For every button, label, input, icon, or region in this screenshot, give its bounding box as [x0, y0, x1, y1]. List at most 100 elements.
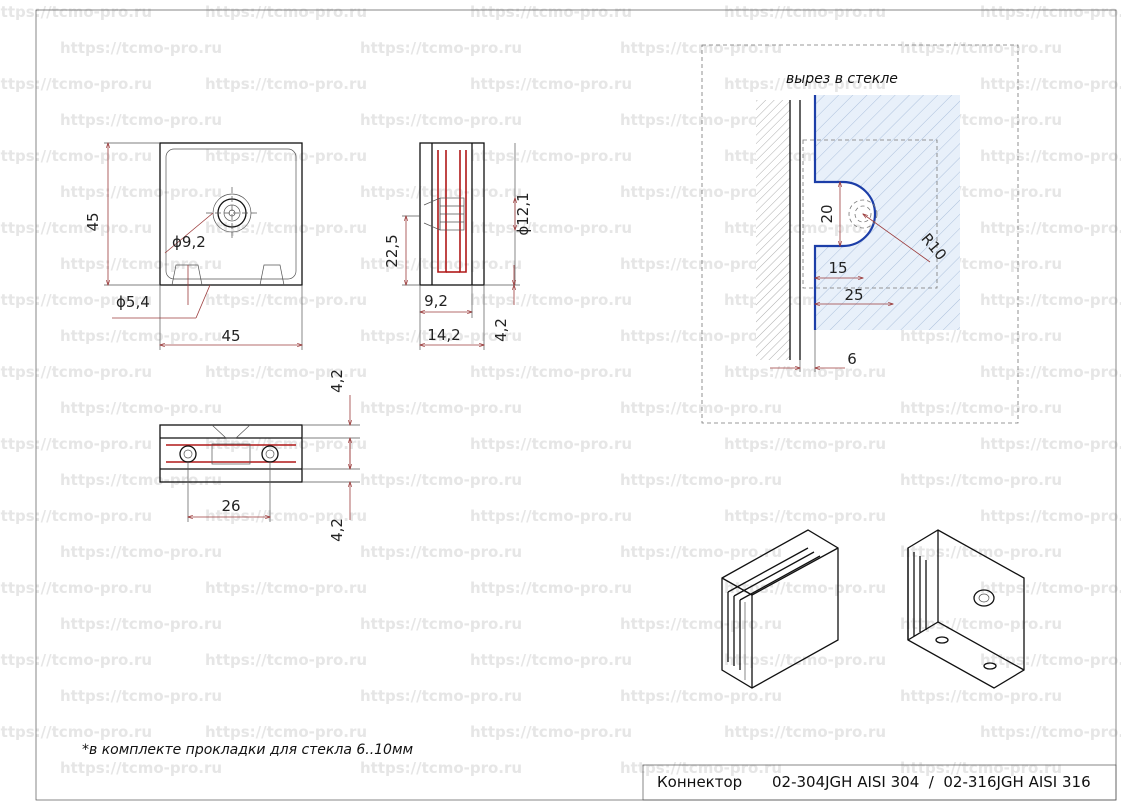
watermark-text: https://tcmo-pro.ru	[0, 723, 152, 741]
watermark-text: https://tcmo-pro.ru	[620, 759, 782, 777]
watermark-text: https://tcmo-pro.ru	[724, 75, 886, 93]
watermark-text: https://tcmo-pro.ru	[724, 579, 886, 597]
watermark-text: https://tcmo-pro.ru	[470, 723, 632, 741]
front-width-dim: 45	[221, 327, 240, 345]
watermark-text: https://tcmo-pro.ru	[620, 399, 782, 417]
watermark-text: https://tcmo-pro.ru	[205, 723, 367, 741]
cutout-gap-dim: 6	[847, 350, 857, 368]
side-dia-dim: ϕ12,1	[514, 192, 532, 235]
watermark-text: https://tcmo-pro.ru	[205, 651, 367, 669]
watermark-text: https://tcmo-pro.ru	[205, 363, 367, 381]
watermark-text: https://tcmo-pro.ru	[470, 507, 632, 525]
watermark-text: https://tcmo-pro.ru	[60, 183, 222, 201]
watermark-text: https://tcmo-pro.ru	[360, 687, 522, 705]
isometric-view-back	[907, 529, 1025, 689]
watermark-text: https://tcmo-pro.ru	[900, 759, 1062, 777]
side-wall-dim: 4,2	[492, 318, 510, 342]
watermark-text: https://tcmo-pro.ru	[60, 255, 222, 273]
watermark-text: https://tcmo-pro.ru	[60, 327, 222, 345]
watermark-text: https://tcmo-pro.ru	[724, 435, 886, 453]
watermark-text: https://tcmo-pro.ru	[360, 543, 522, 561]
watermark-text: https://tcmo-pro.ru	[620, 471, 782, 489]
watermark-text: https://tcmo-pro.ru	[470, 291, 632, 309]
watermark-text: https://tcmo-pro.ru	[360, 759, 522, 777]
watermark-text: https://tcmo-pro.ru	[980, 291, 1121, 309]
watermark-text: https://tcmo-pro.ru	[980, 723, 1121, 741]
watermark-text: https://tcmo-pro.ru	[724, 3, 886, 21]
cutout-detail: вырез в стекле 20 R10 15 25 6	[701, 44, 1019, 424]
watermark-text: https://tcmo-pro.ru	[60, 615, 222, 633]
watermark-text: https://tcmo-pro.ru	[900, 543, 1062, 561]
watermark-text: https://tcmo-pro.ru	[980, 363, 1121, 381]
watermark-text: https://tcmo-pro.ru	[900, 615, 1062, 633]
watermark-text: https://tcmo-pro.ru	[0, 147, 152, 165]
watermark-text: https://tcmo-pro.ru	[60, 543, 222, 561]
watermark-text: https://tcmo-pro.ru	[620, 687, 782, 705]
watermark-text: https://tcmo-pro.ru	[205, 435, 367, 453]
watermark-text: https://tcmo-pro.ru	[900, 399, 1062, 417]
sheet-frame	[35, 9, 1117, 801]
watermark-text: https://tcmo-pro.ru	[205, 3, 367, 21]
watermark-text: https://tcmo-pro.ru	[60, 687, 222, 705]
watermark-text: https://tcmo-pro.ru	[620, 543, 782, 561]
watermark-text: https://tcmo-pro.ru	[980, 651, 1121, 669]
cutout-height-dim: 20	[818, 204, 836, 223]
watermark-text: https://tcmo-pro.ru	[620, 39, 782, 57]
watermark-text: https://tcmo-pro.ru	[60, 399, 222, 417]
watermark-text: https://tcmo-pro.ru	[724, 723, 886, 741]
front-hole-dim: ϕ9,2	[172, 233, 206, 251]
watermark-text: https://tcmo-pro.ru	[360, 615, 522, 633]
watermark-text: https://tcmo-pro.ru	[980, 507, 1121, 525]
watermark-text: https://tcmo-pro.ru	[205, 579, 367, 597]
watermark-text: https://tcmo-pro.ru	[205, 291, 367, 309]
watermark-text: https://tcmo-pro.ru	[360, 255, 522, 273]
watermark-text: https://tcmo-pro.ru	[980, 219, 1121, 237]
title-name: Коннектор	[657, 773, 742, 791]
watermark-text: https://tcmo-pro.ru	[980, 75, 1121, 93]
watermark-text: https://tcmo-pro.ru	[724, 651, 886, 669]
watermark-text: https://tcmo-pro.ru	[60, 759, 222, 777]
watermark-text: https://tcmo-pro.ru	[470, 219, 632, 237]
watermark-text: https://tcmo-pro.ru	[205, 75, 367, 93]
watermark-text: https://tcmo-pro.ru	[724, 507, 886, 525]
bottom-spacing-dim: 26	[221, 497, 240, 515]
watermark-text: https://tcmo-pro.ru	[470, 3, 632, 21]
watermark-text: https://tcmo-pro.ru	[980, 3, 1121, 21]
watermark-text: https://tcmo-pro.ru	[360, 399, 522, 417]
watermark-text: https://tcmo-pro.ru	[0, 507, 152, 525]
cutout-depth-dim: 15	[828, 259, 847, 277]
bottom-top-wall-dim: 4,2	[328, 369, 346, 393]
watermark-text: https://tcmo-pro.ru	[900, 39, 1062, 57]
watermark-text: https://tcmo-pro.ru	[205, 507, 367, 525]
watermark-text: https://tcmo-pro.ru	[620, 615, 782, 633]
front-view: 45 45 ϕ9,2 ϕ5,4	[84, 142, 303, 350]
watermark-text: https://tcmo-pro.ru	[360, 183, 522, 201]
watermark-text: https://tcmo-pro.ru	[0, 3, 152, 21]
watermark-text: https://tcmo-pro.ru	[60, 471, 222, 489]
cutout-title: вырез в стекле	[786, 71, 898, 87]
watermark-text: https://tcmo-pro.ru	[980, 147, 1121, 165]
cutout-offset-dim: 25	[844, 286, 863, 304]
watermark-text: https://tcmo-pro.ru	[620, 111, 782, 129]
side-height-dim: 22,5	[383, 234, 401, 267]
watermark-text: https://tcmo-pro.ru	[470, 579, 632, 597]
watermark-text: https://tcmo-pro.ru	[0, 651, 152, 669]
watermark-text: https://tcmo-pro.ru	[360, 39, 522, 57]
side-width-dim: 14,2	[427, 326, 460, 344]
watermark-text: https://tcmo-pro.ru	[900, 471, 1062, 489]
bottom-bottom-wall-dim: 4,2	[328, 518, 346, 542]
watermark-text: https://tcmo-pro.ru	[900, 327, 1062, 345]
watermark-text: https://tcmo-pro.ru	[620, 327, 782, 345]
watermark-text: https://tcmo-pro.ru	[0, 435, 152, 453]
watermark-text: https://tcmo-pro.ru	[205, 219, 367, 237]
isometric-view-front	[721, 529, 839, 689]
watermark-text: https://tcmo-pro.ru	[980, 435, 1121, 453]
watermark-text: https://tcmo-pro.ru	[0, 291, 152, 309]
watermark-text: https://tcmo-pro.ru	[724, 363, 886, 381]
kit-note: *в комплекте прокладки для стекла 6..10м…	[82, 742, 414, 758]
watermark-text: https://tcmo-pro.ru	[470, 363, 632, 381]
watermark-text: https://tcmo-pro.ru	[980, 579, 1121, 597]
side-inner-dim: 9,2	[424, 292, 448, 310]
bottom-view: 26 4,2 4,2	[159, 369, 360, 542]
